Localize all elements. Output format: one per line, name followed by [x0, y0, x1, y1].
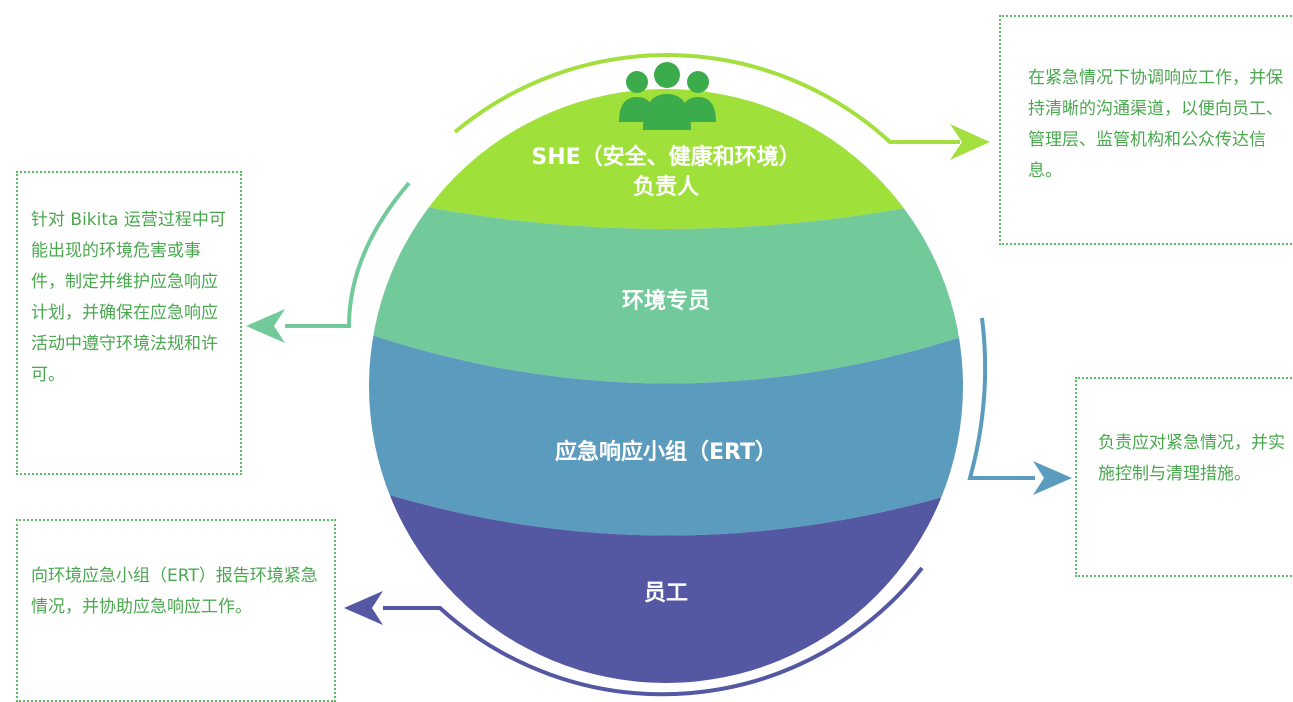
layer-she-label-line1: SHE（安全、健康和环境） — [531, 145, 801, 170]
note-left-text: 针对 Bikita 运营过程中可能出现的环境危害或事件，制定并维护应急响应计划，… — [31, 210, 226, 385]
left-arrow-head — [246, 309, 285, 343]
note-top-right — [999, 15, 1293, 245]
layer-she-label-line2: 负责人 — [632, 175, 699, 200]
layer-ert-band — [369, 331, 963, 536]
note-left — [16, 171, 242, 475]
top-arrow-head — [950, 124, 990, 160]
layer-env-label: 环境专员 — [621, 289, 710, 314]
bottom-connector — [383, 566, 924, 697]
note-bottom-left — [16, 519, 336, 702]
bottom-arrow-head — [344, 591, 383, 625]
right-connector — [967, 317, 1035, 480]
layer-employee-label: 员工 — [643, 581, 688, 606]
note-top-right-text: 在紧急情况下协调响应工作，并保持清晰的沟通渠道，以便向员工、管理层、监管机构和公… — [1028, 68, 1283, 181]
left-connector — [285, 181, 411, 328]
note-right — [1075, 377, 1293, 577]
note-bottom-left-text: 向环境应急小组（ERT）报告环境紧急情况，并协助应急响应工作。 — [31, 566, 318, 617]
people-icon — [619, 62, 716, 130]
layer-ert-label: 应急响应小组（ERT） — [555, 440, 777, 465]
note-right-text: 负责应对紧急情况，并实施控制与清理措施。 — [1098, 433, 1285, 484]
layer-she-label: SHE（安全、健康和环境） 负责人 — [416, 143, 916, 203]
right-arrow-head — [1033, 461, 1072, 495]
top-connector — [453, 53, 960, 144]
layer-env-band — [369, 193, 963, 384]
